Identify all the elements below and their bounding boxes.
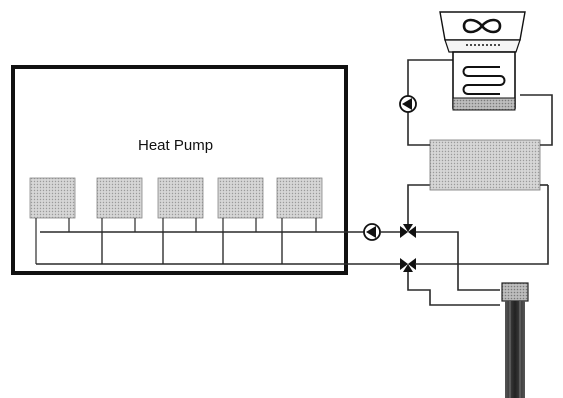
radiator-4 bbox=[217, 177, 264, 219]
radiator-5 bbox=[276, 177, 323, 219]
radiator-1 bbox=[29, 177, 76, 219]
three-way-valve-icon bbox=[400, 224, 416, 238]
radiator-2 bbox=[96, 177, 143, 219]
building-outline bbox=[11, 65, 348, 275]
three-way-valve-icon bbox=[400, 258, 416, 272]
heat-exchanger bbox=[429, 139, 541, 191]
radiator-piping bbox=[35, 218, 405, 265]
radiator-group bbox=[29, 177, 323, 219]
heat-pump-label: Heat Pump bbox=[138, 137, 213, 154]
infinity-icon bbox=[462, 18, 502, 34]
ground-borehole bbox=[501, 282, 529, 398]
radiator-3 bbox=[157, 177, 204, 219]
circulation-pump-icon bbox=[363, 223, 381, 241]
circulation-pump-icon bbox=[399, 95, 417, 113]
